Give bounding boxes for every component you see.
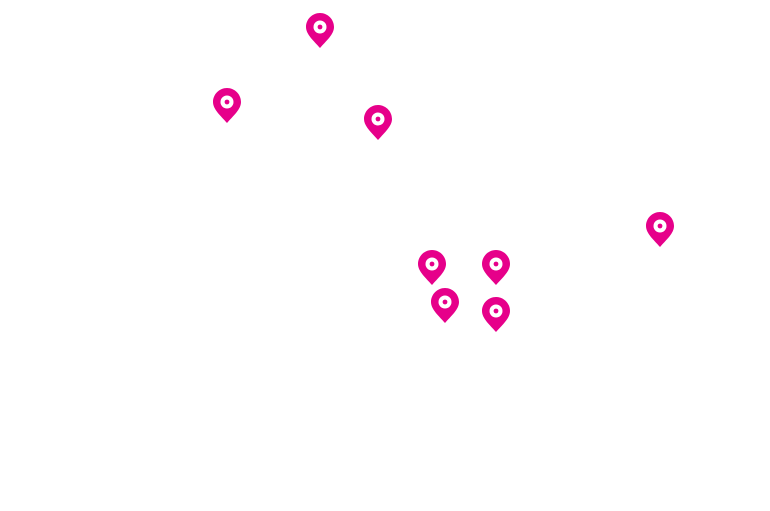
- map-pin-icon[interactable]: [430, 287, 460, 324]
- map-pin-icon[interactable]: [481, 249, 511, 286]
- map-pin-icon[interactable]: [645, 211, 675, 248]
- map-pin-icon[interactable]: [363, 104, 393, 141]
- map-pin-icon[interactable]: [305, 12, 335, 49]
- map-pin-icon[interactable]: [417, 249, 447, 286]
- map-pin-icon[interactable]: [481, 296, 511, 333]
- map-pin-icon[interactable]: [212, 87, 242, 124]
